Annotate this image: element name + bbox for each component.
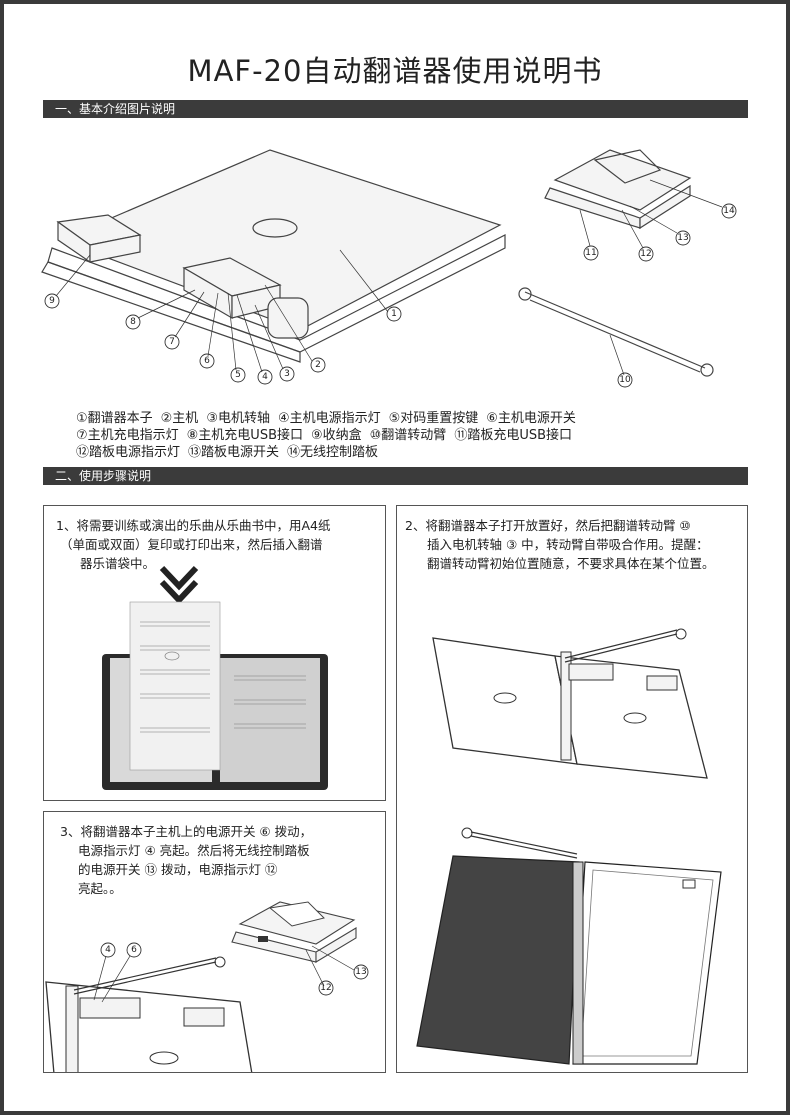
callout-13: 13 bbox=[353, 964, 369, 980]
legend-item: ⑩翻谱转动臂 bbox=[369, 428, 447, 443]
legend-item: ⑫踏板电源指示灯 bbox=[76, 445, 181, 460]
callout-3: 3 bbox=[279, 366, 295, 382]
legend-item: ⑭无线控制踏板 bbox=[287, 445, 379, 460]
callout-4: 4 bbox=[257, 369, 273, 385]
svg-text:6: 6 bbox=[131, 945, 137, 955]
svg-text:11: 11 bbox=[585, 248, 596, 258]
callout-13: 13 bbox=[675, 230, 691, 246]
legend-item: ⑥主机电源开关 bbox=[486, 411, 576, 426]
insert-sheet-illustration bbox=[102, 565, 328, 790]
svg-text:3: 3 bbox=[284, 369, 290, 379]
svg-text:4: 4 bbox=[105, 945, 111, 955]
callout-11: 11 bbox=[583, 245, 599, 261]
legend-item: ④主机电源指示灯 bbox=[277, 411, 381, 426]
device-overview-illustration: 1 2 3 4 5 6 7 8 9 10 11 12 13 14 bbox=[41, 149, 737, 388]
legend-item: ⑬踏板电源开关 bbox=[188, 445, 280, 460]
step-1-text: 1、将需要训练或演出的乐曲从乐曲书中，用A4纸 （单面或双面）复印或打印出来，然… bbox=[56, 518, 331, 571]
callout-10: 10 bbox=[617, 372, 633, 388]
callout-6: 6 bbox=[126, 942, 142, 958]
callout-6: 6 bbox=[199, 353, 215, 369]
legend-row: ⑦主机充电指示灯 ⑧主机充电USB接口 ⑨收纳盒 ⑩翻谱转动臂 ⑪踏板充电USB接口 bbox=[76, 427, 584, 444]
svg-text:9: 9 bbox=[49, 296, 55, 306]
down-arrow-icon bbox=[159, 565, 199, 605]
svg-text:4: 4 bbox=[262, 372, 268, 382]
callout-12: 12 bbox=[638, 246, 654, 262]
callout-4: 4 bbox=[100, 942, 116, 958]
svg-text:13: 13 bbox=[677, 233, 688, 243]
legend-row: ①翻谱器本子 ②主机 ③电机转轴 ④主机电源指示灯 ⑤对码重置按键 ⑥主机电源开关 bbox=[76, 410, 584, 427]
callout-5: 5 bbox=[230, 367, 246, 383]
step-3-panel: 3、将翻谱器本子主机上的电源开关 ⑥ 拨动， 电源指示灯 ④ 亮起。然后将无线控… bbox=[43, 811, 386, 1073]
legend-item: ⑤对码重置按键 bbox=[388, 411, 479, 426]
callout-9: 9 bbox=[44, 293, 60, 309]
section-header-intro: 一、基本介绍图片说明 bbox=[43, 100, 748, 118]
legend-item: ⑨收纳盒 bbox=[311, 428, 362, 443]
page-title: MAF-20自动翻谱器使用说明书 bbox=[187, 54, 603, 88]
svg-text:7: 7 bbox=[169, 337, 175, 347]
svg-text:6: 6 bbox=[204, 356, 210, 366]
legend-item: ⑧主机充电USB接口 bbox=[186, 428, 303, 443]
step-2-panel: 2、将翻谱器本子打开放置好，然后把翻谱转动臂 ⑩ 插入电机转轴 ③ 中，转动臂自… bbox=[396, 505, 748, 1073]
svg-text:12: 12 bbox=[640, 249, 651, 259]
legend-item: ③电机转轴 bbox=[206, 411, 270, 426]
callout-1: 1 bbox=[386, 306, 402, 322]
svg-text:10: 10 bbox=[619, 375, 631, 385]
power-on-illustration: 4 6 12 13 bbox=[45, 901, 369, 1072]
svg-text:1: 1 bbox=[391, 309, 397, 319]
legend-item: ②主机 bbox=[160, 411, 199, 426]
step-2-text: 2、将翻谱器本子打开放置好，然后把翻谱转动臂 ⑩ 插入电机转轴 ③ 中，转动臂自… bbox=[405, 518, 715, 571]
svg-text:8: 8 bbox=[130, 317, 136, 327]
svg-text:14: 14 bbox=[723, 206, 735, 216]
callout-2: 2 bbox=[310, 357, 326, 373]
svg-text:12: 12 bbox=[320, 983, 331, 993]
section-header-steps: 二、使用步骤说明 bbox=[43, 467, 748, 485]
legend-item: ⑪踏板充电USB接口 bbox=[454, 428, 572, 443]
legend-item: ①翻谱器本子 bbox=[76, 411, 153, 426]
step-1-panel: 1、将需要训练或演出的乐曲从乐曲书中，用A4纸 （单面或双面）复印或打印出来，然… bbox=[43, 505, 386, 801]
step-3-text: 3、将翻谱器本子主机上的电源开关 ⑥ 拨动， 电源指示灯 ④ 亮起。然后将无线控… bbox=[60, 824, 313, 896]
svg-text:13: 13 bbox=[355, 967, 366, 977]
legend-row: ⑫踏板电源指示灯 ⑬踏板电源开关 ⑭无线控制踏板 bbox=[76, 444, 584, 461]
svg-text:5: 5 bbox=[235, 370, 241, 380]
parts-legend: ①翻谱器本子 ②主机 ③电机转轴 ④主机电源指示灯 ⑤对码重置按键 ⑥主机电源开关 ⑦主机… bbox=[76, 410, 584, 461]
callout-8: 8 bbox=[125, 314, 141, 330]
open-book-illustration bbox=[416, 628, 722, 1065]
legend-item: ⑦主机充电指示灯 bbox=[76, 428, 179, 443]
callout-14: 14 bbox=[721, 203, 737, 219]
callout-7: 7 bbox=[164, 334, 180, 350]
svg-text:2: 2 bbox=[315, 360, 321, 370]
callout-12: 12 bbox=[318, 980, 334, 996]
